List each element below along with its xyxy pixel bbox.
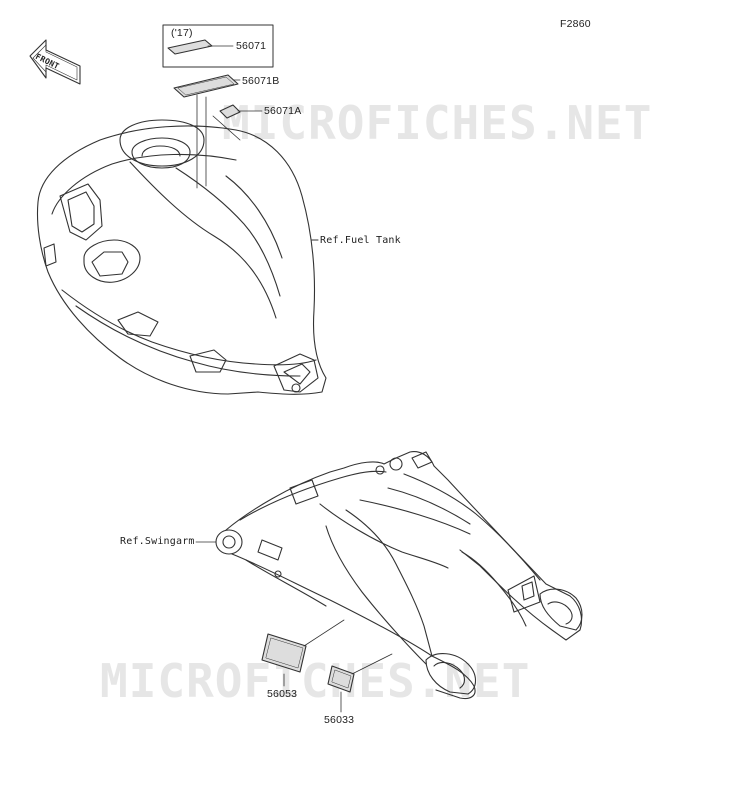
watermark-bottom: MICROFICHES.NET xyxy=(100,654,531,708)
variant-year-label: ('17) xyxy=(171,27,193,39)
watermark-top: MICROFICHES.NET xyxy=(222,96,653,150)
label-56053-shape xyxy=(261,633,307,673)
part-56053-label: 56053 xyxy=(267,688,298,700)
label-56071-shape xyxy=(167,39,213,55)
part-56033-label: 56033 xyxy=(324,714,355,726)
figure-code: F2860 xyxy=(560,18,591,30)
ref-swingarm-label: Ref.Swingarm xyxy=(120,536,195,547)
part-56071-label: 56071 xyxy=(236,40,267,52)
ref-fuel-tank-label: Ref.Fuel Tank xyxy=(320,235,401,246)
swingarm-drawing xyxy=(215,451,583,700)
label-56071A-shape xyxy=(219,104,241,119)
part-56071B-label: 56071B xyxy=(242,75,280,87)
fuel-tank-drawing xyxy=(36,119,327,395)
variant-box xyxy=(162,24,274,68)
part-56071A-label: 56071A xyxy=(264,105,302,117)
label-56071B-shape xyxy=(173,74,239,98)
front-arrow-icon xyxy=(29,39,81,85)
